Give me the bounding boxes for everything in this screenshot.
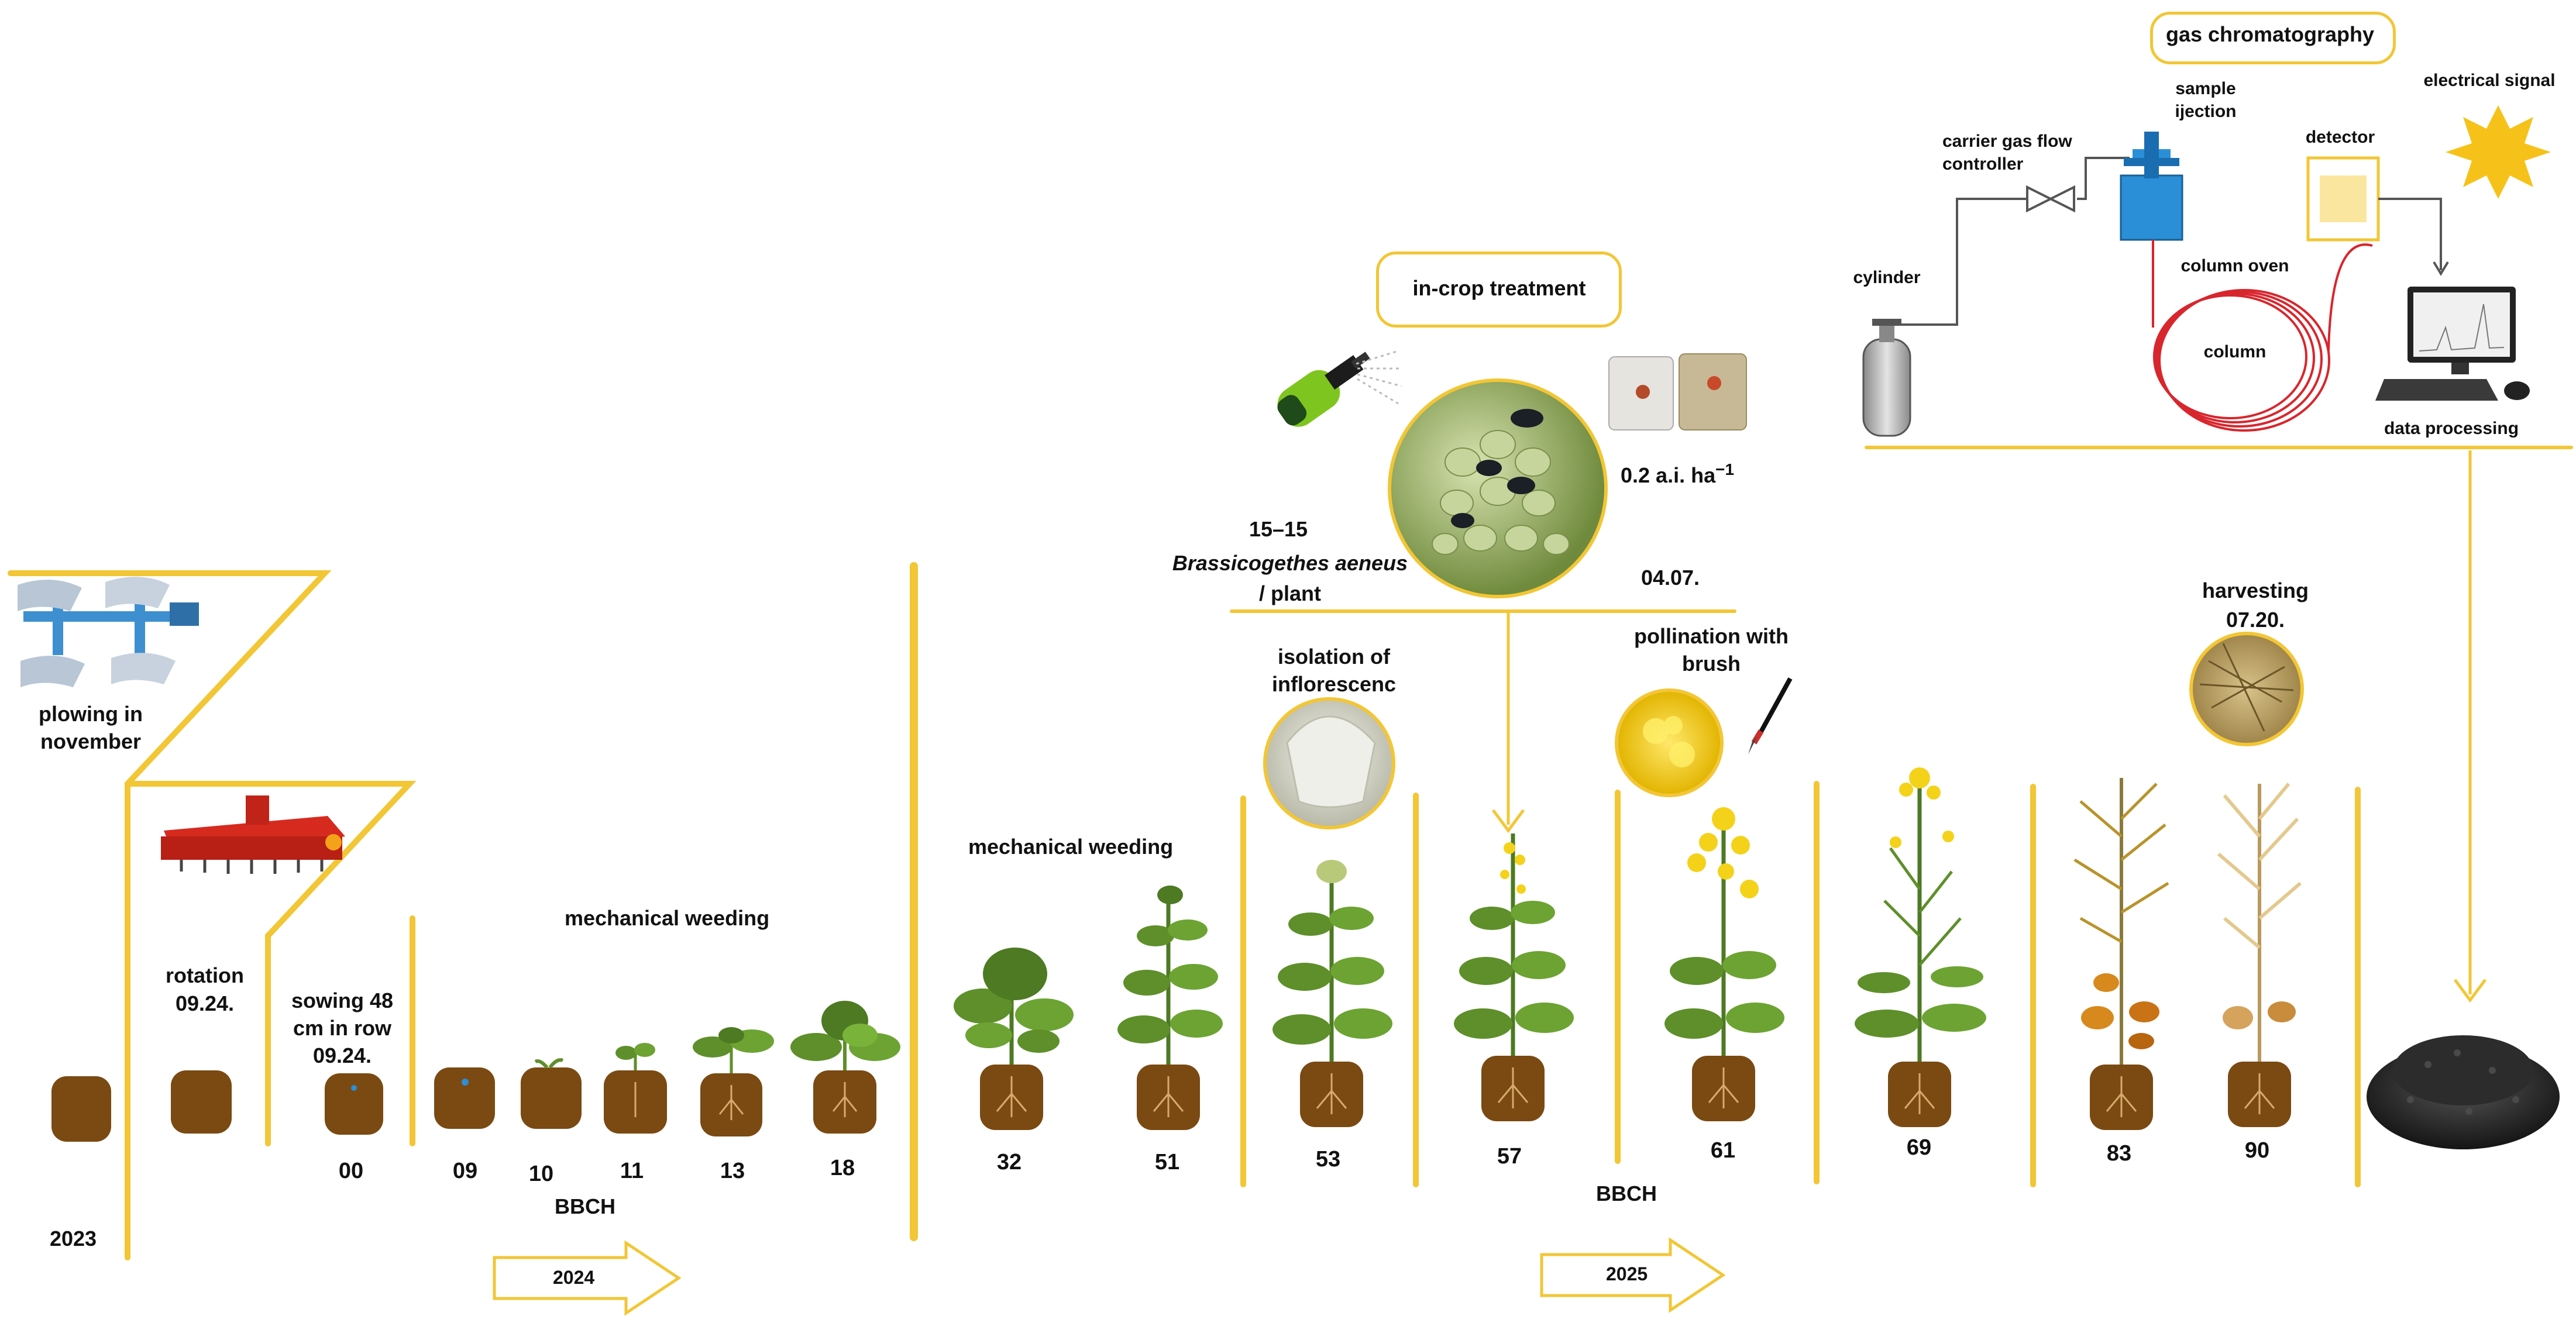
injector-icon xyxy=(2120,132,2183,241)
bbch-stage-10: 10 xyxy=(528,1162,554,1186)
soil-block-10 xyxy=(521,1067,582,1129)
plant-stage-90 xyxy=(2217,783,2302,1062)
bbch-stage-57: 57 xyxy=(1497,1144,1522,1169)
gc-carrier-gas-label: carrier gas flow controller xyxy=(1942,132,2072,174)
soil-block-rotation xyxy=(171,1070,232,1134)
bbch-stage-00: 00 xyxy=(338,1159,364,1183)
harvesting-label: harvesting xyxy=(2202,578,2309,602)
sowing-label: sowing 48 cm in row xyxy=(291,988,394,1040)
bbch-label-2024: BBCH xyxy=(555,1194,615,1218)
rotary-tiller-icon xyxy=(161,795,345,874)
gc-cylinder-label: cylinder xyxy=(1853,268,1921,287)
year-arrow-2024 xyxy=(493,1240,682,1316)
pollen-beetle-photo xyxy=(1388,378,1608,598)
mechanical-weeding-2: mechanical weeding xyxy=(968,835,1174,859)
year-2025-label: 2025 xyxy=(1606,1263,1648,1284)
isolation-label: isolation of inflorescenc xyxy=(1271,645,1397,696)
rotation-date: 09.24. xyxy=(175,991,235,1015)
bbch-stage-32: 32 xyxy=(996,1150,1022,1174)
bbch-stage-61: 61 xyxy=(1710,1138,1736,1163)
signal-burst-icon xyxy=(2446,105,2551,199)
bbch-stage-13: 13 xyxy=(720,1159,745,1183)
per-plant-label: / plant xyxy=(1259,581,1321,605)
plant-stage-32 xyxy=(954,948,1074,1065)
plowing-label: plowing in november xyxy=(39,702,143,753)
in-crop-treatment-title: in-crop treatment xyxy=(1412,276,1586,300)
gc-detector-label: detector xyxy=(2305,128,2375,147)
gc-column-oven-label: column oven xyxy=(2181,256,2289,275)
column-icon xyxy=(2152,240,2373,432)
rapeseed-flower-photo xyxy=(1615,688,1724,797)
bbch-stage-11: 11 xyxy=(620,1159,644,1183)
dose-label: 0.2 a.i. ha−1 xyxy=(1621,460,1735,487)
bbch-stage-69: 69 xyxy=(1906,1135,1932,1160)
bbch-stage-51: 51 xyxy=(1154,1150,1180,1174)
bbch-stage-90: 90 xyxy=(2244,1138,2270,1163)
bbch-stage-53: 53 xyxy=(1315,1147,1341,1172)
gc-electrical-signal-label: electrical signal xyxy=(2423,71,2556,90)
sowing-date: 09.24. xyxy=(312,1043,372,1067)
flow-valve-icon xyxy=(2026,185,2075,213)
plant-stage-53 xyxy=(1272,860,1392,1062)
treatment-date: 04.07. xyxy=(1640,566,1700,590)
mechanical-weeding-1: mechanical weeding xyxy=(564,906,770,930)
soil-block-09 xyxy=(434,1067,495,1129)
product-bag-icon xyxy=(1608,353,1747,430)
seedlings xyxy=(351,1001,900,1091)
rapeseed-plants xyxy=(634,767,2302,1120)
plowing-frame xyxy=(8,570,332,1260)
flow-arrows xyxy=(1491,450,2487,1003)
plant-stage-51 xyxy=(1117,886,1223,1065)
bbch-stage-83: 83 xyxy=(2106,1141,2132,1166)
soil-block-00 xyxy=(325,1073,383,1135)
soil-block-2023 xyxy=(51,1076,111,1142)
plant-stage-83 xyxy=(2073,778,2169,1065)
isolation-bag-photo xyxy=(1263,697,1395,829)
year-arrow-2025 xyxy=(1540,1237,1726,1313)
plant-stage-61 xyxy=(1664,807,1784,1056)
spray-bottle-icon xyxy=(1277,350,1402,427)
bbch-stage-18: 18 xyxy=(830,1156,855,1180)
pollination-label: pollination with brush xyxy=(1634,624,1789,676)
threshold-label: 15–15 xyxy=(1249,517,1308,541)
detector-icon xyxy=(2306,156,2449,276)
plant-stage-57 xyxy=(1454,833,1574,1056)
year-2023-label: 2023 xyxy=(49,1227,97,1251)
gc-schematic xyxy=(1862,105,2551,437)
bbch-label-2025: BBCH xyxy=(1596,1182,1657,1205)
gc-title: gas chromatography xyxy=(2165,22,2375,46)
harvest-date: 07.20. xyxy=(2226,608,2285,632)
gas-chromatography-box xyxy=(2150,12,2396,64)
plant-stage-69 xyxy=(1855,767,1986,1062)
gc-sample-injection-label: sample ijection xyxy=(2175,79,2237,121)
seed-pile-icon xyxy=(2367,1035,2560,1149)
brush-icon xyxy=(1748,677,1793,755)
rotation-label: rotation xyxy=(166,963,244,987)
computer-icon xyxy=(2375,287,2530,401)
bbch-stage-09: 09 xyxy=(452,1159,478,1183)
gas-cylinder-icon xyxy=(1862,319,1911,437)
species-label: Brassicogethes aeneus xyxy=(1172,551,1408,575)
gc-column-label: column xyxy=(2203,342,2267,361)
timeline-frames xyxy=(8,446,2573,1260)
in-crop-treatment-box xyxy=(1376,252,1622,328)
dry-pods-photo xyxy=(2189,632,2304,746)
plough-icon xyxy=(18,577,199,687)
gc-data-processing-label: data processing xyxy=(2384,419,2519,438)
year-2024-label: 2024 xyxy=(553,1267,595,1288)
